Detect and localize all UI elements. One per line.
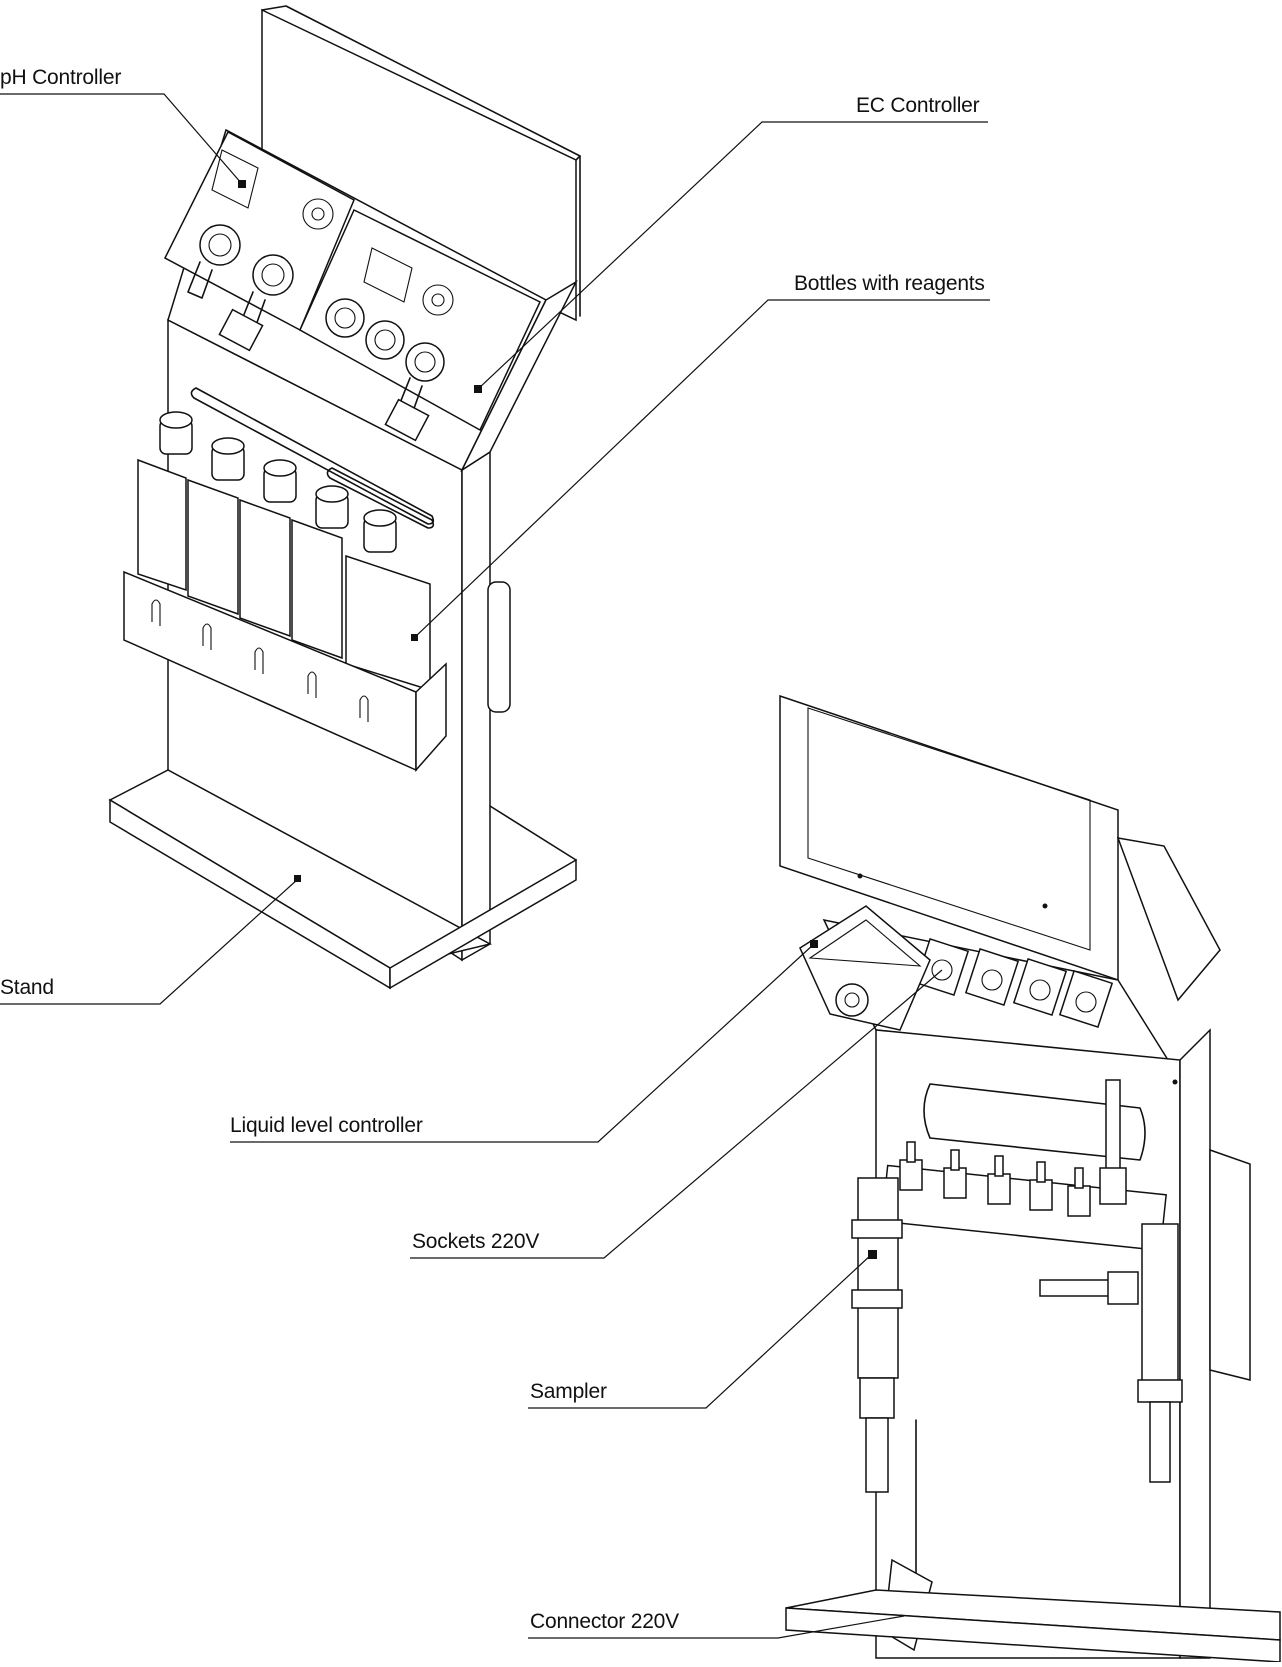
liquid-level-box (799, 905, 931, 1031)
label-sampler: Sampler (530, 1380, 607, 1403)
label-ec-controller: EC Controller (856, 94, 980, 117)
bottle-1 (137, 411, 193, 592)
leader-ec-controller (477, 121, 988, 390)
fitting-2 (943, 1149, 967, 1199)
leader-stand (0, 878, 299, 1005)
stand-base (108, 769, 577, 990)
bottle-5 (345, 509, 431, 692)
leader-sockets (410, 969, 943, 1259)
label-liquid-level: Liquid level controller (230, 1114, 423, 1137)
leader-ph-controller (0, 93, 243, 185)
leader-liquid-level (230, 943, 815, 1143)
socket-2 (964, 948, 1020, 1006)
label-ph-controller: pH Controller (0, 66, 122, 89)
leader-lines (0, 93, 990, 1639)
ph-controller-box (164, 130, 355, 352)
leader-connector (528, 1615, 905, 1639)
fitting-1 (899, 1141, 923, 1191)
fitting-5 (1067, 1167, 1091, 1217)
front-unit (108, 5, 581, 990)
ec-controller-box (299, 208, 541, 442)
reagent-bottles (123, 411, 447, 772)
label-sockets: Sockets 220V (412, 1230, 540, 1253)
manifold (881, 1079, 1183, 1483)
leader-sampler (528, 1253, 873, 1409)
bottle-3 (239, 459, 297, 638)
fitting-3 (987, 1155, 1011, 1205)
controller-panel (164, 128, 578, 473)
side-tube (487, 581, 511, 713)
bottle-2 (187, 437, 245, 616)
fitting-4 (1029, 1161, 1053, 1211)
leader-bottles (413, 299, 990, 639)
back-board (875, 1028, 1251, 1659)
back-unit (779, 694, 1281, 1663)
bottle-4 (291, 485, 349, 660)
socket-4 (1058, 970, 1114, 1028)
label-bottles: Bottles with reagents (794, 272, 985, 295)
label-stand: Stand (0, 976, 54, 999)
back-base (785, 1589, 1281, 1663)
sampler-pipe (851, 1177, 903, 1493)
socket-3 (1012, 958, 1068, 1016)
label-connector: Connector 220V (530, 1610, 679, 1633)
top-back-panel (261, 5, 581, 322)
